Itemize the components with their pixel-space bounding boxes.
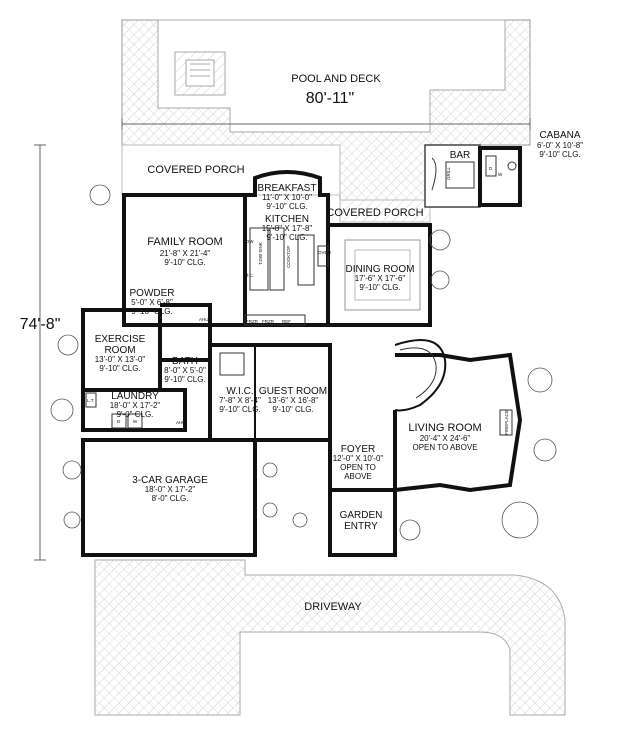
covered-porch-rear — [121, 144, 431, 223]
powder-size: 5'-0" X 6'-8" — [131, 298, 173, 307]
powder-label: POWDER — [130, 288, 175, 299]
cabana-size: 6'-0" X 10'-8" — [537, 141, 583, 150]
oven-tag: OVEN — [318, 250, 331, 255]
cabana-clg: 9'-10" CLG. — [539, 150, 580, 159]
cabana-label: CABANA — [539, 130, 580, 141]
exercise-room-clg: 9'-10" CLG. — [99, 364, 140, 373]
guest-room-label: GUEST ROOM — [259, 386, 327, 397]
lt-tag: L.T. — [87, 398, 94, 403]
garage-label: 3-CAR GARAGE — [132, 475, 208, 486]
wic-clg: 9'-10" CLG. — [219, 405, 260, 414]
exercise-room-size: 13'-0" X 13'-0" — [95, 355, 146, 364]
kitchen-size: 15'-8" X 17'-8" — [262, 224, 313, 233]
landscape-plants — [50, 184, 557, 541]
fixture-tags: DW T.DW SINK T.C. COOKTOP OVEN FRZR FRZR… — [87, 166, 509, 435]
laundry-size: 18'-0" X 17'-2" — [110, 401, 161, 410]
fireplace-tag: FIREPLACE — [504, 410, 509, 435]
bath-label: BATH — [172, 356, 198, 367]
pool-deck-area — [121, 19, 531, 201]
garden-entry-label-2: ENTRY — [344, 521, 378, 532]
breakfast-label: BREAKFAST — [258, 183, 317, 194]
cabana-d-tag: D — [489, 166, 493, 171]
foyer-clg: OPEN TO — [340, 463, 376, 472]
dimension-lines — [34, 118, 531, 561]
covered-porch-side-label: COVERED PORCH — [326, 207, 423, 219]
dining-room-clg: 9'-10" CLG. — [359, 283, 400, 292]
depth-dimension-label: 74'-8" — [20, 316, 61, 333]
plan-labels: POOL AND DECK 80'-11" 74'-8" CABANA 6'-0… — [20, 73, 584, 613]
kitchen-label: KITCHEN — [265, 214, 309, 225]
guest-room-size: 13'-6" X 16'-8" — [268, 396, 319, 405]
dw-tag: DW — [246, 239, 254, 244]
tc-tag: T.C. — [246, 273, 254, 278]
driveway-label: DRIVEWAY — [304, 601, 362, 613]
family-room-clg: 9'-10" CLG. — [164, 258, 205, 267]
frzr-tag-2: FRZR — [262, 319, 275, 324]
garage-size: 18'-0" X 17'-2" — [145, 485, 196, 494]
frzr-tag-1: FRZR — [246, 319, 259, 324]
dining-room-size: 17'-6" X 17'-6" — [355, 274, 406, 283]
garage-clg: 8'-0" CLG. — [152, 494, 189, 503]
kitchen-clg: 9'-10" CLG. — [266, 233, 307, 242]
ref-tag: REF — [282, 319, 291, 324]
family-room-size: 21'-8" X 21'-4" — [160, 249, 211, 258]
laundry-clg: 9'-0" CLG. — [117, 410, 154, 419]
foyer-size: 12'-0" X 10'-0" — [333, 454, 384, 463]
living-room-size: 20'-4" X 24'-6" — [420, 434, 471, 443]
bath-clg: 9'-10" CLG. — [164, 375, 205, 384]
wic-label: W.I.C. — [226, 386, 253, 397]
kitchen-fixtures — [244, 227, 513, 436]
washer-tag: W — [133, 419, 138, 424]
breakfast-size: 11'-0" X 10'-0" — [262, 193, 312, 202]
driveway — [94, 559, 566, 716]
exercise-room-label-2: ROOM — [104, 345, 135, 356]
bath-size: 8'-0" X 5'-0" — [164, 366, 206, 375]
ahu-tag-2: AHU — [176, 420, 186, 425]
living-room-clg: OPEN TO ABOVE — [412, 443, 477, 452]
ahu-tag-1: AHU — [199, 317, 209, 322]
exercise-room-label: EXERCISE — [95, 334, 146, 345]
pool-deck-label: POOL AND DECK — [291, 73, 381, 85]
family-room-label: FAMILY ROOM — [147, 236, 222, 248]
width-dimension-label: 80'-11" — [306, 90, 354, 107]
dining-room-label: DINING ROOM — [346, 264, 415, 275]
garden-entry-label: GARDEN — [340, 510, 383, 521]
laundry-label: LAUNDRY — [111, 391, 159, 402]
foyer-label: FOYER — [341, 444, 375, 455]
covered-porch-rear-label: COVERED PORCH — [147, 164, 244, 176]
grill-tag: GRILL — [446, 166, 451, 180]
cooktop-tag: COOKTOP — [286, 246, 291, 268]
dryer-tag: D — [117, 419, 121, 424]
breakfast-clg: 9'-10" CLG. — [266, 202, 307, 211]
living-room-label: LIVING ROOM — [408, 422, 481, 434]
bar-label: BAR — [450, 150, 471, 161]
laundry-fixtures — [85, 352, 245, 429]
wic-size: 7'-8" X 8'-4" — [219, 396, 261, 405]
cabana-w-tag: W — [498, 172, 503, 177]
sink-tag: T.DW SINK — [258, 242, 263, 265]
guest-room-clg: 9'-10" CLG. — [272, 405, 313, 414]
powder-clg: 9'-10" CLG. — [131, 307, 172, 316]
foyer-clg-2: ABOVE — [344, 472, 372, 481]
cabana-bar-block — [424, 144, 522, 208]
